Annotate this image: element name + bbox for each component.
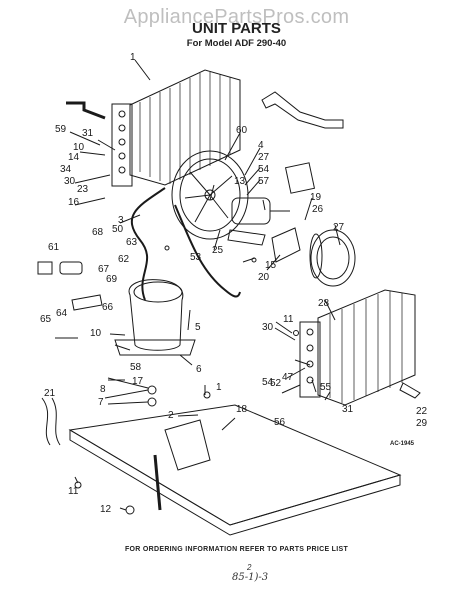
callout-29: 29 (416, 418, 428, 429)
callout-19: 19 (310, 192, 322, 203)
callout-67: 67 (98, 264, 110, 275)
callout-12: 12 (100, 504, 112, 515)
callout-5: 5 (195, 322, 201, 333)
callout-1: 1 (130, 52, 136, 63)
callout-27: 27 (333, 222, 345, 233)
callout-30: 30 (64, 176, 76, 187)
callout-58: 58 (130, 362, 142, 373)
callout-59: 59 (55, 124, 67, 135)
callout-69: 69 (106, 274, 118, 285)
compressor (114, 279, 196, 356)
callout-61: 61 (48, 242, 60, 253)
callout-68: 68 (92, 227, 104, 238)
callout-25: 25 (212, 245, 224, 256)
fan-motor (227, 197, 290, 246)
handwritten-note: 85-1)-3 (232, 572, 269, 583)
callout-10: 10 (73, 142, 85, 153)
callout-52: 52 (270, 378, 282, 389)
callout-3: 3 (118, 215, 124, 226)
callout-31: 31 (82, 128, 94, 139)
ordering-note: FOR ORDERING INFORMATION REFER TO PARTS … (124, 546, 349, 553)
wire-harness (41, 397, 51, 446)
callout-54: 54 (262, 377, 274, 388)
screw (203, 391, 211, 399)
callout-63: 63 (126, 237, 138, 248)
control-cover (284, 162, 316, 194)
screw (125, 505, 135, 515)
callout-27: 27 (258, 152, 270, 163)
callout-53: 53 (190, 252, 202, 263)
callout-11: 11 (283, 314, 294, 325)
callout-4: 4 (258, 140, 264, 151)
relay (71, 294, 103, 311)
watermark: AppliancePartsPros.com (123, 6, 350, 28)
base-pan (68, 404, 402, 536)
callout-13: 13 (234, 176, 246, 187)
callout-20: 20 (258, 272, 270, 283)
capacitor (59, 261, 83, 275)
diagram-subtitle: For Model ADF 290-40 (186, 38, 287, 49)
callout-60: 60 (236, 125, 248, 136)
callout-17: 17 (132, 376, 144, 387)
callout-30: 30 (262, 322, 274, 333)
callout-62: 62 (118, 254, 130, 265)
callout-8: 8 (100, 384, 106, 395)
diagram-title: UNIT PARTS (192, 20, 281, 37)
callout-47: 47 (282, 372, 294, 383)
allen-wrench (66, 101, 106, 120)
callout-56: 56 (274, 417, 286, 428)
callout-50: 50 (112, 224, 124, 235)
callout-21: 21 (44, 388, 56, 399)
callout-14: 14 (68, 152, 80, 163)
motor-bracket (271, 227, 301, 263)
reference-code: AC-1945 (390, 441, 415, 447)
callout-64: 64 (56, 308, 68, 319)
callout-28: 28 (318, 298, 330, 309)
blower-wheel (309, 229, 356, 287)
handwritten-note-small: 2 (247, 563, 252, 572)
callout-55: 55 (320, 382, 332, 393)
condenser-coil (111, 69, 241, 187)
drain-fitting (399, 382, 421, 399)
callout-10: 10 (90, 328, 102, 339)
screw (164, 245, 170, 251)
callout-65: 65 (40, 314, 52, 325)
callout-22: 22 (416, 406, 428, 417)
callout-23: 23 (77, 184, 89, 195)
screw (293, 330, 299, 336)
grommet (147, 397, 157, 407)
callout-18: 18 (236, 404, 248, 415)
callout-54: 54 (258, 164, 270, 175)
mounting-bracket (261, 91, 344, 129)
callout-6: 6 (196, 364, 202, 375)
callout-57: 57 (258, 176, 270, 187)
callout-26: 26 (312, 204, 324, 215)
callout-1: 1 (216, 382, 222, 393)
callout-34: 34 (60, 164, 72, 175)
callout-31: 31 (342, 404, 354, 415)
evaporator-coil (299, 289, 416, 406)
callout-2: 2 (168, 410, 174, 421)
callout-15: 15 (265, 260, 277, 271)
terminal-block (37, 261, 53, 275)
callout-16: 16 (68, 197, 80, 208)
callout-11: 11 (68, 486, 79, 497)
suction-line (174, 204, 241, 298)
fan-shroud (171, 150, 249, 240)
callout-7: 7 (98, 397, 104, 408)
callout-66: 66 (102, 302, 114, 313)
grommet (147, 385, 157, 395)
